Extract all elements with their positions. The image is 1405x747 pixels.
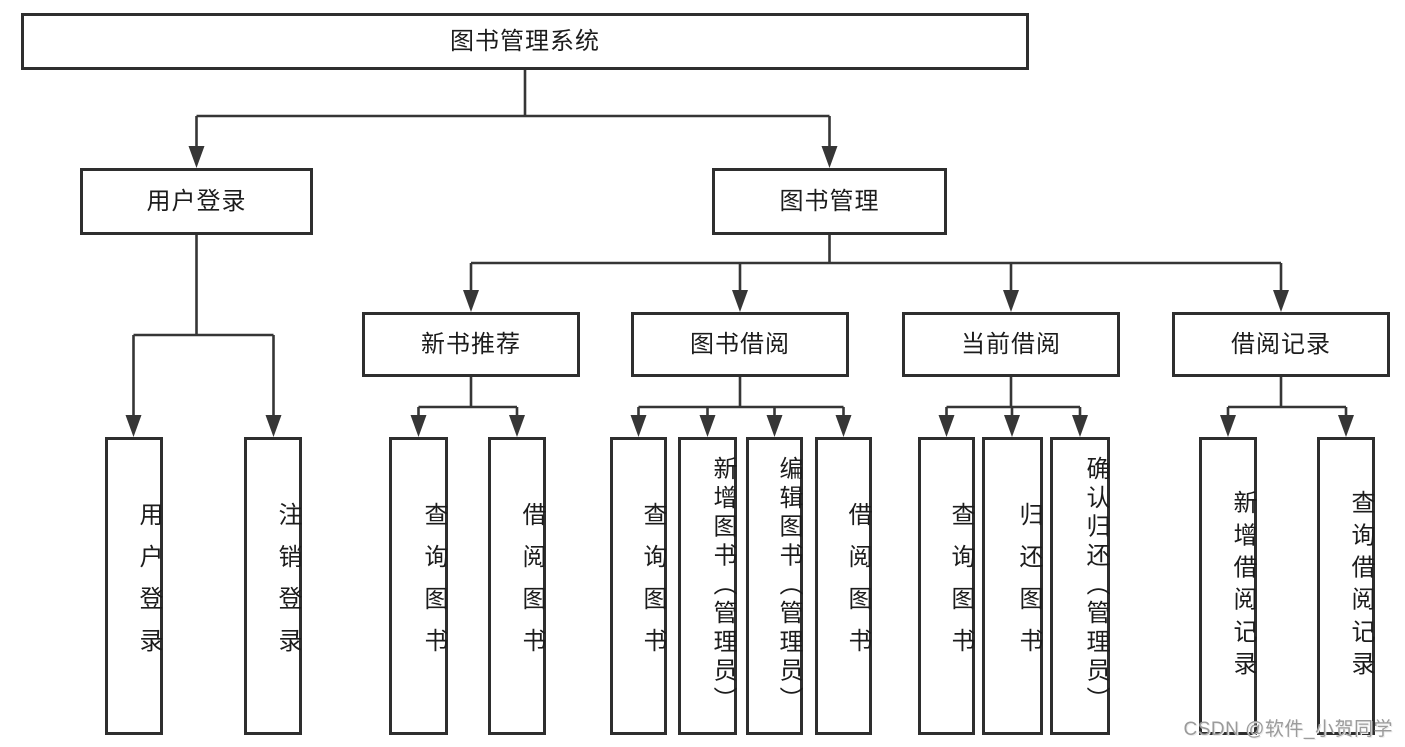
leaf-label: 新增借阅记录 xyxy=(1229,489,1256,683)
node-book-management: 图书管理 xyxy=(712,168,947,235)
node-current-borrow: 当前借阅 xyxy=(902,312,1120,377)
leaf-label: 查询图书 xyxy=(420,502,447,670)
leaf-current-confirm-return-admin: 确认归还（管理员） xyxy=(1050,437,1110,735)
leaf-borrow-query-books: 查询图书 xyxy=(610,437,667,735)
leaf-label: 查询借阅记录 xyxy=(1347,489,1374,683)
connector-borrow-records-to-leaves xyxy=(1220,377,1354,437)
leaf-newbook-borrow-books: 借阅图书 xyxy=(488,437,546,735)
arrow-down-icon xyxy=(1338,415,1354,437)
node-label: 新书推荐 xyxy=(421,330,521,358)
connector-book-mgmt-to-level3 xyxy=(463,235,1289,312)
connector-current-borrow-to-leaves xyxy=(938,377,1088,437)
arrow-down-icon xyxy=(699,415,716,437)
leaf-label: 借阅图书 xyxy=(844,502,871,670)
leaf-label: 查询图书 xyxy=(639,502,666,670)
arrow-down-icon xyxy=(125,415,142,437)
leaf-user-login: 用户登录 xyxy=(105,437,163,735)
node-label: 当前借阅 xyxy=(961,330,1061,358)
node-label: 图书借阅 xyxy=(690,330,790,358)
arrow-down-icon xyxy=(732,290,748,312)
connector-new-book-to-leaves xyxy=(410,377,525,437)
node-label: 借阅记录 xyxy=(1231,330,1331,358)
arrow-down-icon xyxy=(265,415,282,437)
node-new-book-recommend: 新书推荐 xyxy=(362,312,580,377)
leaf-label: 查询图书 xyxy=(947,502,974,670)
arrow-down-icon xyxy=(1072,415,1088,437)
arrow-down-icon xyxy=(188,146,205,168)
leaf-current-query-books: 查询图书 xyxy=(918,437,975,735)
leaf-label: 用户登录 xyxy=(135,502,162,670)
arrow-down-icon xyxy=(463,290,479,312)
connector-book-borrow-to-leaves xyxy=(630,377,852,437)
arrow-down-icon xyxy=(835,415,852,437)
leaf-label: 编辑图书（管理员） xyxy=(775,456,802,716)
leaf-label: 注销登录 xyxy=(274,502,301,670)
arrow-down-icon xyxy=(1220,415,1236,437)
arrow-down-icon xyxy=(938,415,955,437)
node-label: 图书管理 xyxy=(779,187,880,215)
leaf-borrow-add-books-admin: 新增图书（管理员） xyxy=(678,437,737,735)
leaf-label: 借阅图书 xyxy=(518,502,545,670)
leaf-borrow-borrow-books: 借阅图书 xyxy=(815,437,872,735)
node-root-system: 图书管理系统 xyxy=(21,13,1029,70)
arrow-down-icon xyxy=(1003,290,1019,312)
leaf-label: 确认归还（管理员） xyxy=(1082,456,1109,716)
node-book-borrow: 图书借阅 xyxy=(631,312,849,377)
leaf-current-return-books: 归还图书 xyxy=(982,437,1043,735)
leaf-logout: 注销登录 xyxy=(244,437,302,735)
leaf-records-add-record: 新增借阅记录 xyxy=(1199,437,1257,735)
connector-root-to-level2 xyxy=(188,70,838,168)
arrow-down-icon xyxy=(821,146,838,168)
leaf-newbook-query-books: 查询图书 xyxy=(389,437,448,735)
csdn-watermark: CSDN @软件_小贺同学 xyxy=(1183,719,1393,740)
node-borrow-records: 借阅记录 xyxy=(1172,312,1390,377)
node-label: 用户登录 xyxy=(146,187,247,215)
arrow-down-icon xyxy=(766,415,783,437)
arrow-down-icon xyxy=(1273,290,1289,312)
arrow-down-icon xyxy=(410,415,427,437)
arrow-down-icon xyxy=(509,415,525,437)
node-label: 图书管理系统 xyxy=(450,27,600,55)
arrow-down-icon xyxy=(630,415,647,437)
arrow-down-icon xyxy=(1004,415,1020,437)
leaf-label: 归还图书 xyxy=(1015,502,1042,670)
leaf-borrow-edit-books-admin: 编辑图书（管理员） xyxy=(746,437,803,735)
connector-user-login-to-leaves xyxy=(125,235,282,437)
node-user-login: 用户登录 xyxy=(80,168,313,235)
leaf-records-query-record: 查询借阅记录 xyxy=(1317,437,1375,735)
leaf-label: 新增图书（管理员） xyxy=(709,456,736,716)
